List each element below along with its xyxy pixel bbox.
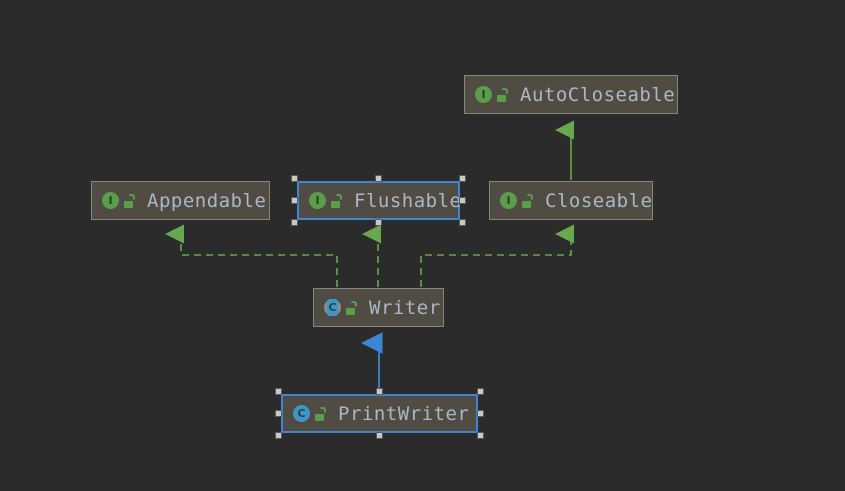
public-lock-icon	[330, 193, 343, 208]
resize-handle[interactable]	[291, 197, 298, 204]
resize-handle[interactable]	[477, 388, 484, 395]
class-icon: C	[293, 405, 310, 422]
interface-icon: I	[500, 192, 517, 209]
resize-handle[interactable]	[291, 219, 298, 226]
node-icon-group: I	[500, 192, 534, 209]
interface-icon: I	[102, 192, 119, 209]
resize-handle[interactable]	[291, 175, 298, 182]
uml-node-label: Writer	[369, 296, 441, 319]
uml-node-label: Flushable	[354, 189, 462, 212]
abstract-class-icon: C	[324, 299, 341, 316]
resize-handle[interactable]	[376, 432, 383, 439]
node-icon-group: I	[475, 86, 509, 103]
node-icon-group: I	[309, 192, 343, 209]
public-lock-icon	[521, 193, 534, 208]
uml-node-writer[interactable]: C Writer	[313, 288, 444, 327]
resize-handle[interactable]	[459, 197, 466, 204]
uml-node-label: AutoCloseable	[520, 83, 676, 106]
uml-node-label: Closeable	[545, 189, 653, 212]
resize-handle[interactable]	[459, 175, 466, 182]
public-lock-icon	[314, 406, 327, 421]
public-lock-icon	[345, 300, 358, 315]
uml-node-label: PrintWriter	[338, 402, 470, 425]
resize-handle[interactable]	[375, 175, 382, 182]
resize-handle[interactable]	[275, 432, 282, 439]
resize-handle[interactable]	[275, 388, 282, 395]
uml-node-label: Appendable	[147, 189, 267, 212]
uml-node-flushable[interactable]: I Flushable	[297, 181, 462, 220]
edge-writer-closeable[interactable]	[420, 224, 575, 287]
resize-handle[interactable]	[477, 410, 484, 417]
interface-icon: I	[475, 86, 492, 103]
uml-node-autocloseable[interactable]: I AutoCloseable	[464, 75, 678, 114]
public-lock-icon	[496, 87, 509, 102]
edge-writer-appendable[interactable]	[165, 224, 338, 287]
resize-handle[interactable]	[275, 410, 282, 417]
interface-icon: I	[309, 192, 326, 209]
resize-handle[interactable]	[375, 219, 382, 226]
node-icon-group: C	[324, 299, 358, 316]
node-icon-group: I	[102, 192, 136, 209]
resize-handle[interactable]	[477, 432, 484, 439]
resize-handle[interactable]	[459, 219, 466, 226]
uml-node-printwriter[interactable]: C PrintWriter	[281, 394, 478, 433]
uml-node-closeable[interactable]: I Closeable	[489, 181, 653, 220]
public-lock-icon	[123, 193, 136, 208]
node-icon-group: C	[293, 405, 327, 422]
resize-handle[interactable]	[376, 388, 383, 395]
uml-node-appendable[interactable]: I Appendable	[91, 181, 270, 220]
